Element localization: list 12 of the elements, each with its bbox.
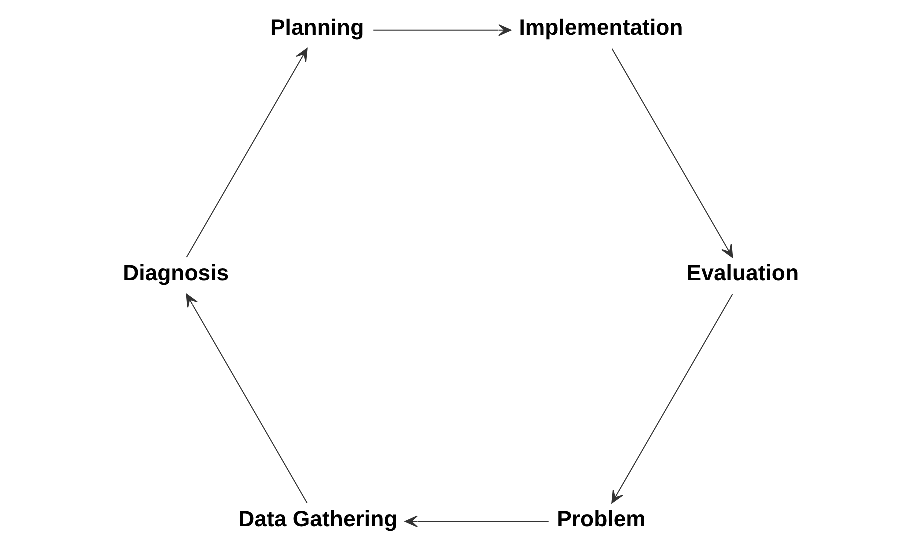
node-text: Evaluation <box>686 260 800 286</box>
arrow <box>612 48 734 258</box>
arrow <box>404 516 549 528</box>
arrow <box>186 294 308 504</box>
node-text: Implementation <box>519 15 684 40</box>
arrow <box>186 48 308 258</box>
node-text: Planning <box>270 15 364 40</box>
node-text: Diagnosis <box>123 260 230 286</box>
arrow <box>374 24 512 36</box>
arrow <box>612 294 734 504</box>
node-text: Problem <box>557 506 646 532</box>
node-text: Data Gathering <box>238 506 398 532</box>
